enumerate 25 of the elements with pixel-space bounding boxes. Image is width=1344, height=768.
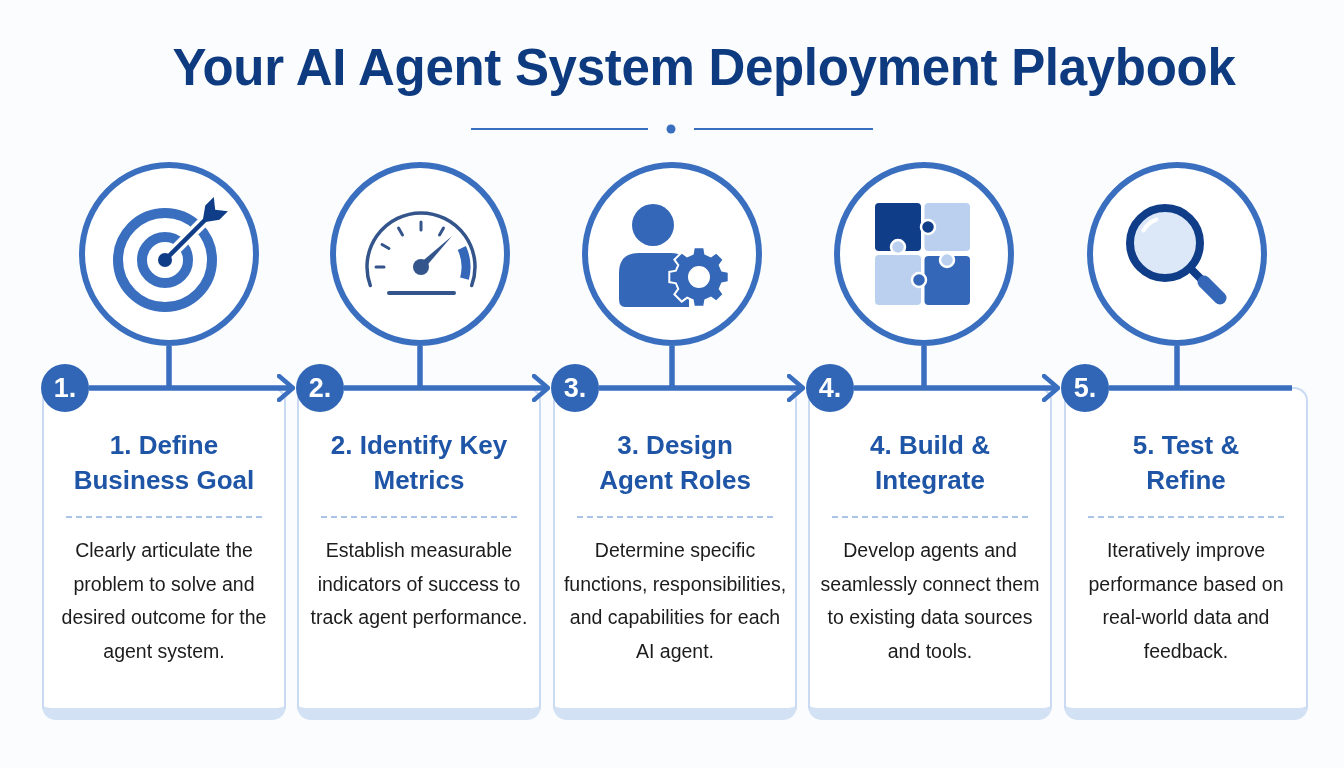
step-title: 2. Identify Key Metrics — [329, 429, 509, 497]
step-description: Determine specific functions, responsibilities, and capabilities for each AI agent. — [562, 538, 788, 664]
step-number-badge: 5. — [1061, 364, 1109, 412]
step-description: Establish measurable indicators of success to track agent performance. — [309, 538, 529, 630]
connector-line — [669, 346, 675, 387]
step-number-badge: 4. — [806, 364, 854, 412]
step-number-badge: 1. — [41, 364, 89, 412]
connector-line — [1174, 346, 1180, 387]
step-number-badge: 2. — [296, 364, 344, 412]
step-number-badge: 3. — [551, 364, 599, 412]
arrow — [344, 373, 551, 403]
step-title: 1. Define Business Goal — [72, 429, 256, 497]
connector-line — [417, 346, 423, 387]
step-title: 4. Build & Integrate — [869, 429, 991, 497]
arrow — [89, 373, 296, 403]
page-title: Your AI Agent System Deployment Playbook — [172, 38, 1236, 98]
step-description: Iteratively improve performance based on real-world data and feedback. — [1087, 538, 1285, 664]
connector-line — [166, 346, 172, 387]
step-description: Clearly articulate the problem to solve and desired outcome for the agent system. — [60, 538, 268, 664]
connector-line — [921, 346, 927, 387]
arrow — [599, 373, 806, 403]
arrow — [854, 373, 1061, 403]
step-description: Develop agents and seamlessly connect them to existing data sources and tools. — [819, 538, 1041, 664]
step-title: 5. Test & Refine — [1131, 429, 1241, 497]
step-title: 3. Design Agent Roles — [598, 429, 752, 497]
